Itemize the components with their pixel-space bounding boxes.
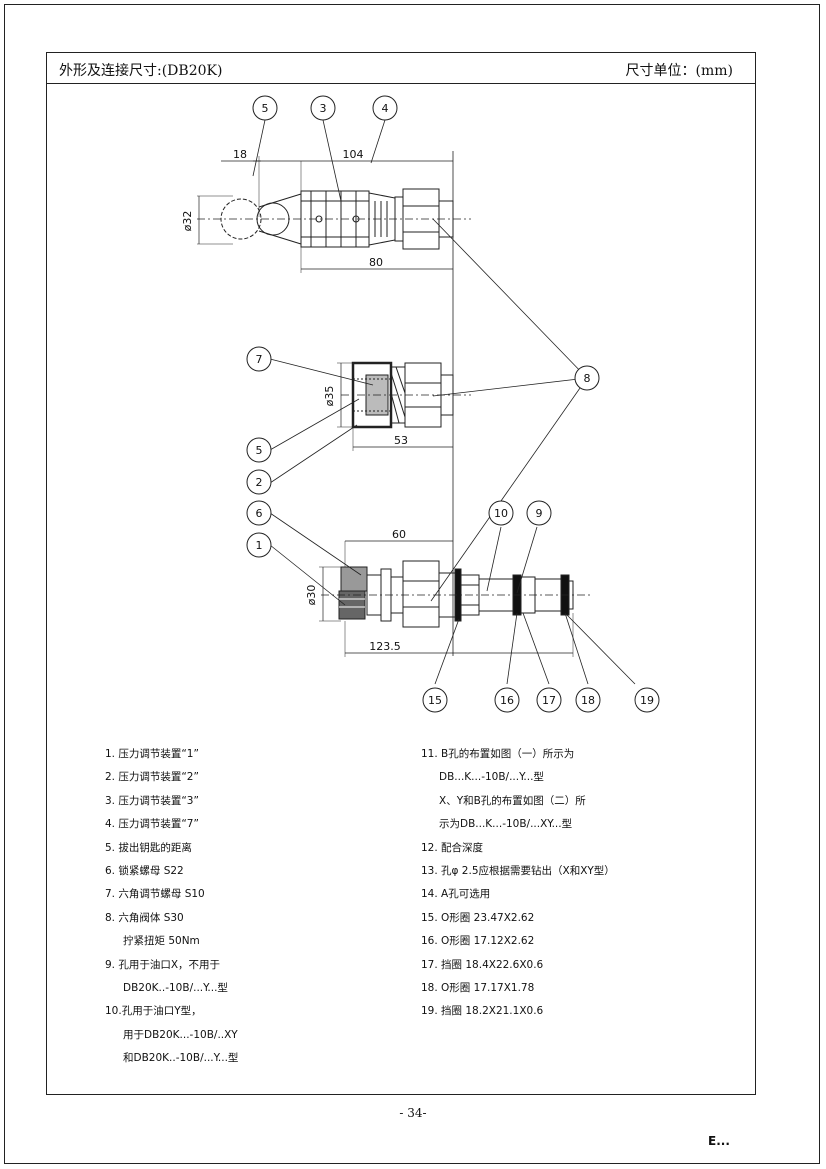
legend-item: 1. 压力调节装置“1” bbox=[105, 748, 199, 760]
callout-circle bbox=[246, 346, 272, 372]
callout-circle bbox=[372, 95, 398, 121]
callout-5: 5 bbox=[262, 102, 269, 115]
corner-mark: E... bbox=[708, 1134, 730, 1148]
legend-item: 18. O形圈 17.17X1.78 bbox=[421, 982, 535, 995]
callout-19: 19 bbox=[640, 694, 654, 707]
legend-item: 6. 锁紧螺母 S22 bbox=[105, 865, 184, 878]
callout-1: 1 bbox=[256, 539, 263, 552]
legend-item: X、Y和B孔的布置如图（二）所 bbox=[439, 794, 586, 807]
callout-circle bbox=[246, 437, 272, 463]
legend-item: 19. 挡圈 18.2X21.1X0.6 bbox=[421, 1005, 544, 1018]
legend-item: 用于DB20K...-10B/..XY bbox=[123, 1028, 238, 1041]
callout-circle bbox=[488, 500, 514, 526]
dimension-80: 80 bbox=[369, 256, 383, 269]
legend-item: 9. 孔用于油口X，不用于 bbox=[105, 958, 221, 971]
callout-8: 8 bbox=[584, 372, 591, 385]
callout-17: 17 bbox=[542, 694, 556, 707]
parts-legend-left: 1. 压力调节装置“1” 2. 压力调节装置“2” 3. 压力调节装置“3” 4. 压… bbox=[105, 743, 238, 1071]
callout-16: 16 bbox=[500, 694, 514, 707]
callout-15: 15 bbox=[428, 694, 442, 707]
legend-item: DB20K..-10B/...Y...型 bbox=[123, 982, 228, 995]
callout-circles bbox=[246, 95, 660, 713]
leader-lines bbox=[252, 119, 636, 685]
legend-item: 拧紧扭矩 50Nm bbox=[123, 935, 200, 948]
callout-7: 7 bbox=[256, 353, 263, 366]
legend-item: 和DB20K..-10B/...Y...型 bbox=[123, 1052, 239, 1065]
callout-10: 10 bbox=[494, 507, 508, 520]
dimension-53: 53 bbox=[394, 434, 408, 447]
parts-legend-right: 11. B孔的布置如图（一）所示为 DB...K...-10B/...Y...型 X… bbox=[421, 743, 615, 1024]
units-label: 尺寸单位：(mm) bbox=[625, 63, 733, 79]
page-title: 外形及连接尺寸:(DB20K) bbox=[59, 63, 223, 79]
legend-item: 8. 六角阀体 S30 bbox=[105, 911, 184, 924]
callout-circle bbox=[310, 95, 336, 121]
page-border bbox=[4, 4, 820, 1164]
legend-item: 10.孔用于油口Y型， bbox=[105, 1005, 202, 1018]
legend-item: 5. 拔出钥匙的距离 bbox=[105, 841, 192, 854]
legend-item: 17. 挡圈 18.4X22.6X0.6 bbox=[421, 958, 544, 971]
content-frame: 外形及连接尺寸:(DB20K) 尺寸单位：(mm) bbox=[46, 52, 756, 1095]
callout-6: 6 bbox=[256, 507, 263, 520]
callout-circle bbox=[536, 687, 562, 713]
callout-circle bbox=[422, 687, 448, 713]
header-row: 外形及连接尺寸:(DB20K) 尺寸单位：(mm) bbox=[47, 53, 755, 84]
legend-item: 14. A孔可选用 bbox=[421, 888, 491, 901]
callout-circle bbox=[574, 365, 600, 391]
dimension-60: 60 bbox=[392, 528, 406, 541]
dimension-123-5: 123.5 bbox=[369, 640, 401, 653]
callout-circle bbox=[494, 687, 520, 713]
legend-item: 3. 压力调节装置“3” bbox=[105, 794, 199, 807]
callout-circle bbox=[246, 500, 272, 526]
dimension-d30: ø30 bbox=[305, 585, 318, 606]
callout-4: 4 bbox=[382, 102, 389, 115]
legend-item: 13. 孔φ 2.5应根据需要钻出（X和XY型） bbox=[421, 865, 615, 878]
legend-item: 4. 压力调节装置“7” bbox=[105, 818, 199, 831]
legend-item: 7. 六角调节螺母 S10 bbox=[105, 888, 205, 901]
page-number: - 34- bbox=[399, 1106, 427, 1120]
callout-circle bbox=[246, 469, 272, 495]
callout-3: 3 bbox=[320, 102, 327, 115]
technical-drawing: 5 3 4 7 5 2 8 6 1 10 9 15 16 17 18 19 18… bbox=[181, 95, 660, 713]
legend-item: 16. O形圈 17.12X2.62 bbox=[421, 935, 535, 948]
callout-2: 2 bbox=[256, 476, 263, 489]
view-top bbox=[197, 156, 471, 273]
legend-item: 2. 压力调节装置“2” bbox=[105, 771, 199, 784]
legend-item: 15. O形圈 23.47X2.62 bbox=[421, 911, 535, 924]
dimension-d35: ø35 bbox=[323, 386, 336, 407]
dimension-d32: ø32 bbox=[181, 211, 194, 232]
legend-item: 示为DB...K...-10B/...XY...型 bbox=[439, 818, 573, 831]
callout-circle bbox=[575, 687, 601, 713]
callout-circle bbox=[252, 95, 278, 121]
callout-circle bbox=[634, 687, 660, 713]
legend-item: 11. B孔的布置如图（一）所示为 bbox=[421, 748, 575, 760]
callout-5: 5 bbox=[256, 444, 263, 457]
callout-9: 9 bbox=[536, 507, 543, 520]
dimension-104: 104 bbox=[343, 148, 364, 161]
legend-item: DB...K...-10B/...Y...型 bbox=[439, 771, 544, 784]
callout-circle bbox=[246, 532, 272, 558]
callout-18: 18 bbox=[581, 694, 595, 707]
callout-circle bbox=[526, 500, 552, 526]
legend-item: 12. 配合深度 bbox=[421, 841, 484, 854]
view-bottom bbox=[319, 540, 591, 657]
dimension-18: 18 bbox=[233, 148, 247, 161]
